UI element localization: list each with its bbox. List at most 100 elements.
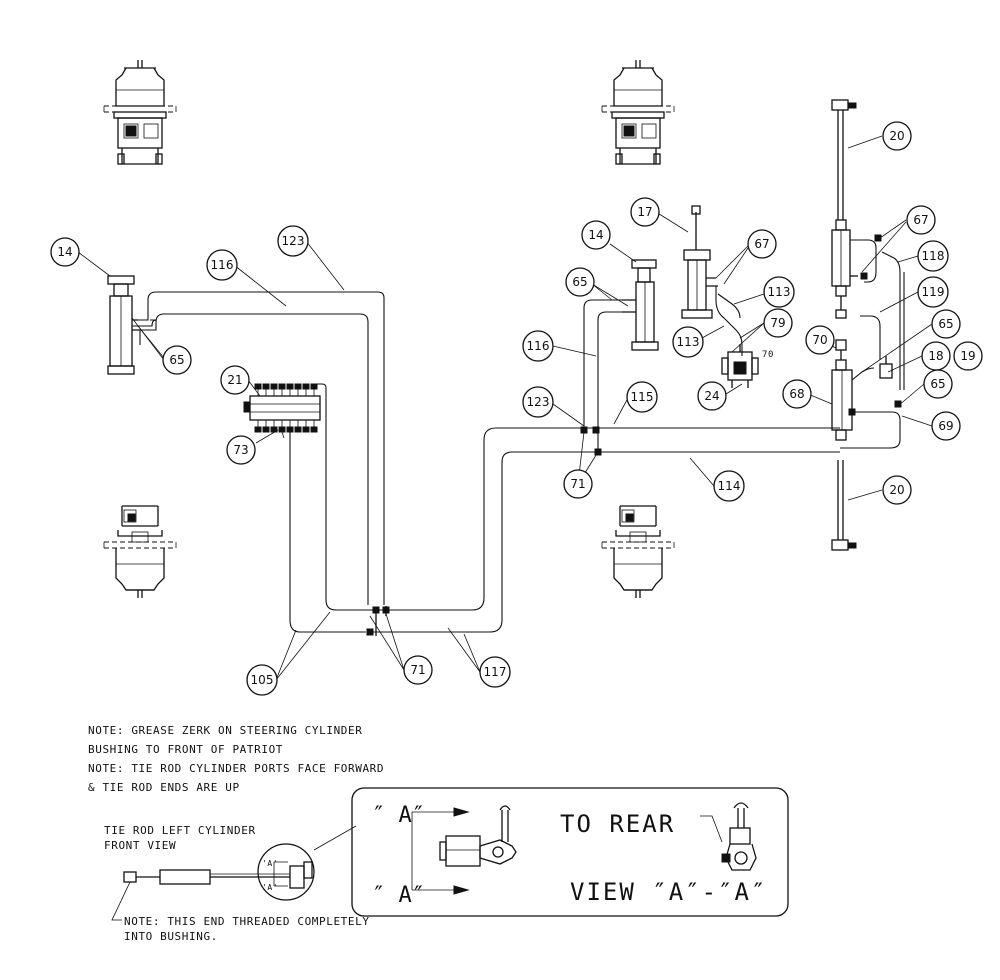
svg-text:119: 119 <box>922 285 945 299</box>
svg-text:67: 67 <box>913 213 928 227</box>
svg-text:21: 21 <box>227 373 242 387</box>
svg-text:68: 68 <box>789 387 804 401</box>
svg-text:20: 20 <box>889 129 904 143</box>
callout-bubble: 21 <box>220 365 250 395</box>
to-rear-label: TO REAR <box>560 810 675 838</box>
svg-text:19: 19 <box>960 349 975 363</box>
section-a-top: ″ A″ <box>372 803 425 828</box>
callout-bubble: 65 <box>162 345 192 375</box>
callout-bubble: 65 <box>931 309 961 339</box>
svg-text:20: 20 <box>889 483 904 497</box>
svg-text:14: 14 <box>57 245 72 259</box>
callout-bubble: 118 <box>917 240 949 272</box>
tie-rod-title: TIE ROD LEFT CYLINDER <box>104 824 256 837</box>
callout-bubble: 68 <box>782 379 812 409</box>
leader-lines <box>77 135 933 681</box>
callout-bubble: 105 <box>246 664 278 696</box>
grease-manifold <box>243 383 370 633</box>
svg-text:114: 114 <box>718 479 741 493</box>
installation-notes: NOTE: GREASE ZERK ON STEERING CYLINDER B… <box>88 724 384 794</box>
callout-bubble: 24 <box>697 381 727 411</box>
right-steering-cylinder <box>622 259 659 351</box>
bottom-hose-run <box>366 427 840 636</box>
svg-text:123: 123 <box>282 234 305 248</box>
callout-bubble: 73 <box>226 435 256 465</box>
callout-bubble: 67 <box>747 229 777 259</box>
rear-right-wheel-assembly <box>601 505 675 599</box>
callout-bubble: 123 <box>277 225 309 257</box>
bottom-note-1: NOTE: THIS END THREADED COMPLETELY <box>124 915 370 928</box>
rear-left-wheel-assembly <box>103 505 177 599</box>
svg-text:65: 65 <box>169 353 184 367</box>
svg-text:79: 79 <box>770 316 785 330</box>
svg-text:18: 18 <box>928 349 943 363</box>
tie-rod-front-view: TIE ROD LEFT CYLINDER FRONT VIEW 'A' 'A'… <box>104 824 370 943</box>
callout-bubble: 70 <box>805 325 835 355</box>
section-a-bottom: ″ A″ <box>372 883 425 908</box>
left-cylinder-hoses <box>132 291 385 605</box>
svg-text:115: 115 <box>631 390 654 404</box>
callout-bubble: 14 <box>581 220 611 250</box>
svg-text:14: 14 <box>588 228 603 242</box>
small-a-top: 'A' <box>262 859 278 868</box>
svg-text:67: 67 <box>754 237 769 251</box>
steering-valve <box>681 205 743 356</box>
svg-text:71: 71 <box>410 663 425 677</box>
front-left-wheel-assembly <box>103 59 177 165</box>
note-line-3: NOTE: TIE ROD CYLINDER PORTS FACE FORWAR… <box>88 762 384 775</box>
svg-text:118: 118 <box>922 249 945 263</box>
svg-text:65: 65 <box>930 377 945 391</box>
sensor <box>879 356 893 379</box>
callout-bubble: 67 <box>906 205 936 235</box>
view-a-a-label: VIEW ″A″-″A″ <box>570 878 767 906</box>
small-a-bottom: 'A' <box>262 883 278 892</box>
svg-text:116: 116 <box>527 339 550 353</box>
right-auxiliary-hoses <box>860 251 905 390</box>
svg-text:117: 117 <box>484 665 507 679</box>
svg-text:116: 116 <box>211 258 234 272</box>
svg-text:71: 71 <box>570 477 585 491</box>
callout-bubble: 20 <box>882 121 912 151</box>
svg-text:123: 123 <box>527 395 550 409</box>
callout-bubble: 113 <box>763 276 795 308</box>
callouts: 14 116 123 65 21 73 14 17 67 65 113 113 … <box>50 121 983 696</box>
svg-text:70: 70 <box>812 333 827 347</box>
note-line-4: & TIE ROD ENDS ARE UP <box>88 781 240 794</box>
right-cylinder-hoses <box>580 299 622 456</box>
callout-bubble: 115 <box>626 381 658 413</box>
svg-text:113: 113 <box>768 285 791 299</box>
bottom-note-2: INTO BUSHING. <box>124 930 218 943</box>
upper-right-cylinder <box>831 219 882 319</box>
callout-bubble: 14 <box>50 237 80 267</box>
callout-bubble: 114 <box>713 470 745 502</box>
left-steering-cylinder <box>107 275 140 375</box>
callout-bubble: 117 <box>479 656 511 688</box>
callout-bubble: 116 <box>522 330 554 362</box>
svg-text:69: 69 <box>938 419 953 433</box>
svg-text:105: 105 <box>251 673 274 687</box>
callout-bubble: 79 <box>763 308 793 338</box>
front-right-wheel-assembly <box>601 59 675 165</box>
callout-bubble: 69 <box>931 411 961 441</box>
callout-bubble: 18 <box>921 341 951 371</box>
callout-bubble: 123 <box>522 386 554 418</box>
svg-text:17: 17 <box>637 205 652 219</box>
callout-bubble: 65 <box>923 369 953 399</box>
tie-rod-subtitle: FRONT VIEW <box>104 839 176 852</box>
small-mark-label: 70 <box>762 350 774 360</box>
callout-bubble: 116 <box>206 249 238 281</box>
callout-bubble: 71 <box>563 469 593 499</box>
rear-tie-rod-line <box>831 99 857 551</box>
svg-text:65: 65 <box>938 317 953 331</box>
svg-text:113: 113 <box>677 335 700 349</box>
note-line-1: NOTE: GREASE ZERK ON STEERING CYLINDER <box>88 724 362 737</box>
callout-bubble: 119 <box>917 276 949 308</box>
callout-bubble: 19 <box>953 341 983 371</box>
section-view-detail: ″ A″ ″ A″ TO REAR VIEW ″A″-″A″ <box>351 787 789 917</box>
note-line-2: BUSHING TO FRONT OF PATRIOT <box>88 743 283 756</box>
svg-text:65: 65 <box>572 275 587 289</box>
lower-right-cylinder <box>831 339 902 449</box>
svg-text:73: 73 <box>233 443 248 457</box>
svg-text:24: 24 <box>704 389 719 403</box>
